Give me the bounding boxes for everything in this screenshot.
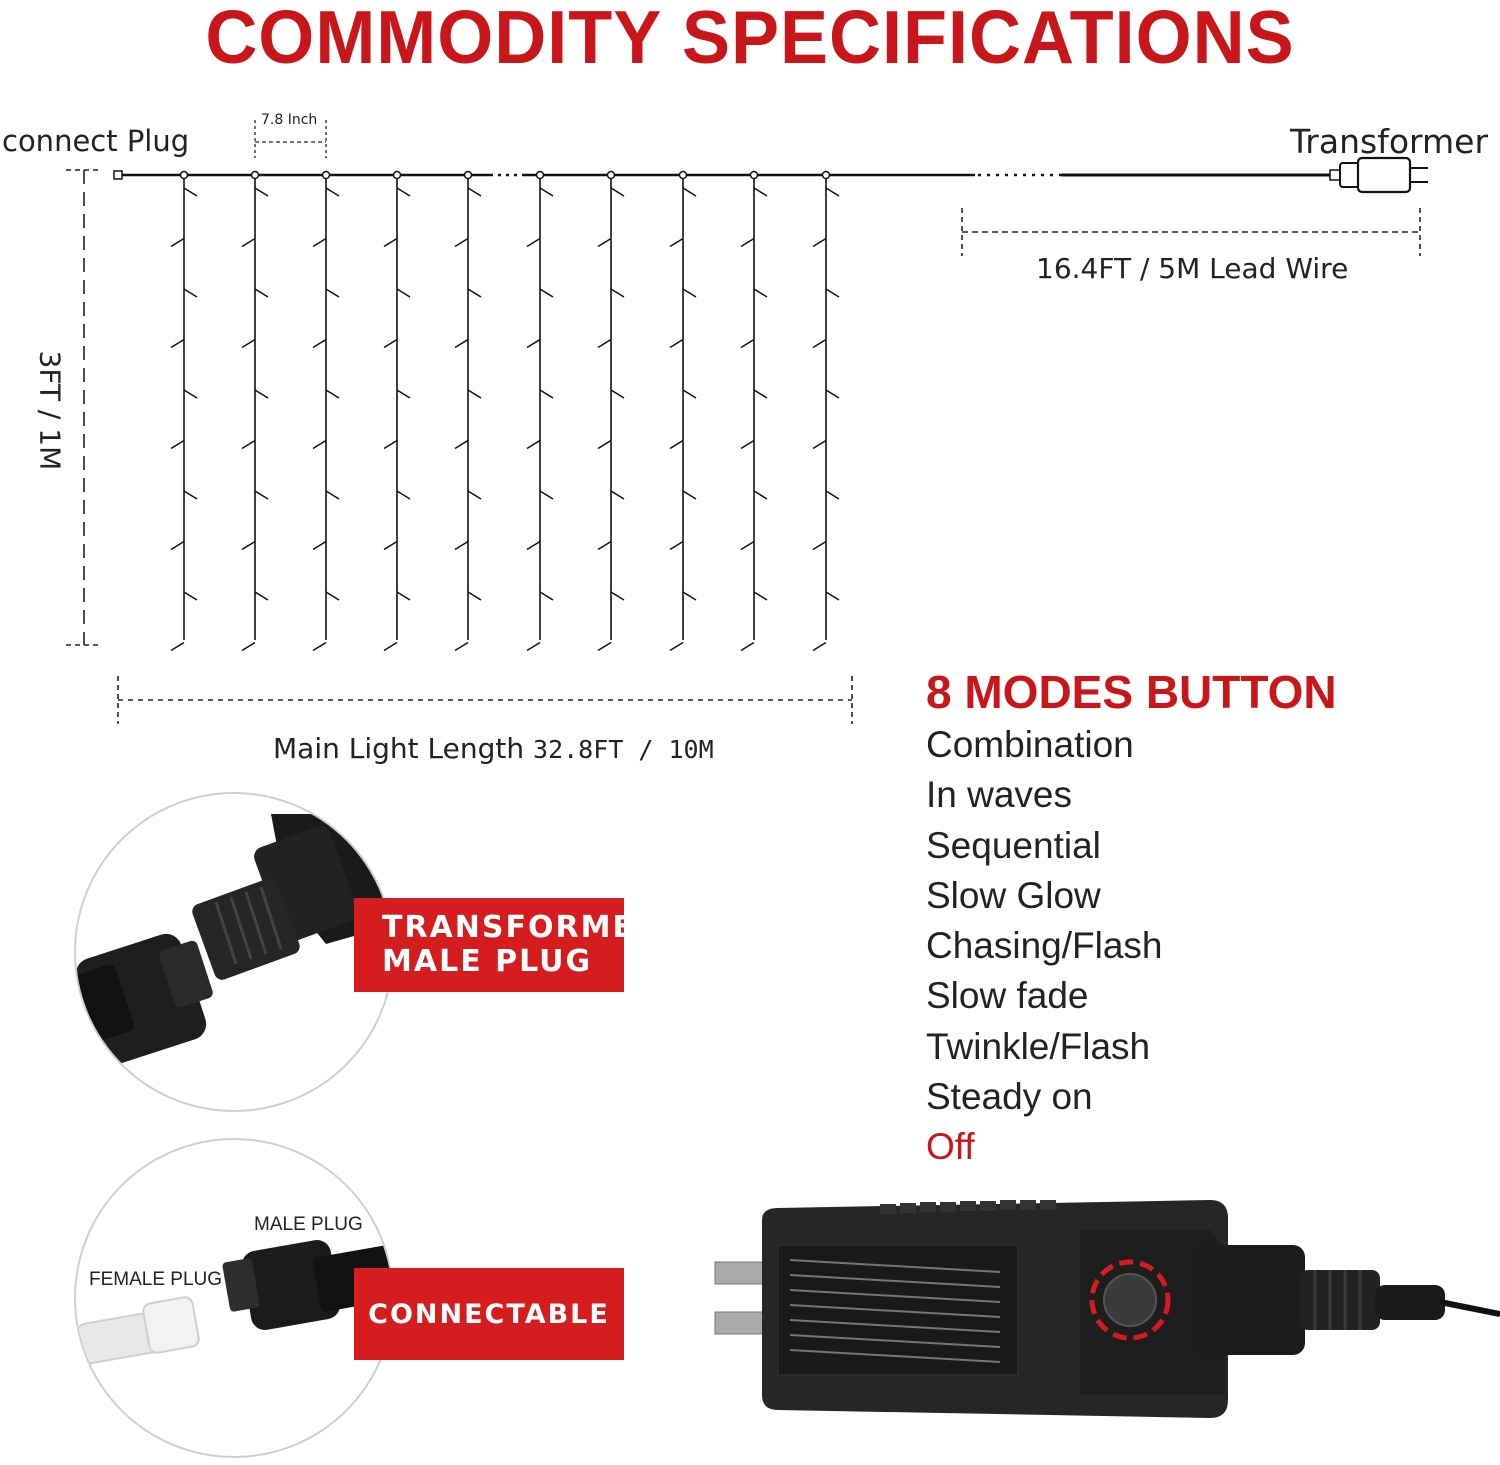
- plug-connector-image: [76, 814, 392, 1065]
- transformer-label: Transformer: [1290, 122, 1489, 161]
- connectable-badge: CONNECTABLE: [354, 1268, 624, 1360]
- page-title: COMMODITY SPECIFICATIONS: [205, 0, 1295, 80]
- male-female-plug-image: [76, 1240, 392, 1365]
- modes-heading: 8 MODES BUTTON: [926, 666, 1337, 718]
- spacing-dimension: [254, 120, 327, 158]
- light-strand: [812, 170, 840, 652]
- spacing-label: 7.8 Inch: [261, 112, 318, 128]
- light-strand: [669, 170, 697, 652]
- mode-button-highlight: [1089, 1259, 1171, 1341]
- main-length-dimension: [117, 676, 853, 724]
- mode-item: Chasing/Flash: [926, 925, 1163, 967]
- transformer-icon: [1329, 156, 1428, 194]
- transformer-male-plug-badge: TRANSFORMER MALE PLUG: [354, 898, 661, 992]
- main-length-value: 32.8FT / 10M: [533, 735, 714, 764]
- light-strand: [383, 170, 411, 652]
- mode-item: Slow Glow: [926, 874, 1101, 916]
- modes-list: 8 MODES BUTTON Combination In waves Sequ…: [926, 664, 1337, 1173]
- height-dimension: [66, 169, 102, 646]
- transformer-adapter-image: [714, 1200, 1500, 1418]
- lead-wire-dimension: [961, 208, 1421, 256]
- main-length-label: Main Light Length 32.8FT / 10M: [273, 732, 714, 765]
- light-strands: [170, 170, 840, 652]
- mode-item: Steady on: [926, 1076, 1093, 1118]
- connect-plug-label: connect Plug: [2, 124, 190, 158]
- light-strand: [312, 170, 340, 652]
- light-strand: [526, 170, 554, 652]
- light-strand: [241, 170, 269, 652]
- main-length-prefix: Main Light Length: [273, 732, 525, 765]
- female-plug-label: FEMALE PLUG: [89, 1269, 223, 1290]
- curtain-light-diagram: [66, 120, 1428, 724]
- height-label: 3FT / 1M: [33, 350, 67, 471]
- mode-button: [1103, 1273, 1157, 1327]
- transformer-plug-detail: [74, 792, 394, 1112]
- mode-item: Combination: [926, 724, 1134, 765]
- mode-item: Slow fade: [926, 975, 1089, 1017]
- light-strand: [170, 170, 198, 652]
- mode-item: Twinkle/Flash: [926, 1025, 1151, 1067]
- lead-wire-label: 16.4FT / 5M Lead Wire: [1036, 252, 1349, 285]
- light-strand: [454, 170, 482, 652]
- badge-line: CONNECTABLE: [368, 1298, 610, 1330]
- mode-item: In waves: [926, 774, 1073, 816]
- light-strand: [740, 170, 768, 652]
- connectable-plug-detail: [74, 1138, 394, 1458]
- connect-plug-end: [113, 170, 123, 180]
- mode-item-off: Off: [926, 1126, 975, 1168]
- male-plug-label: MALE PLUG: [254, 1214, 363, 1235]
- badge-line: TRANSFORMER: [382, 910, 661, 945]
- mode-item: Sequential: [926, 824, 1101, 866]
- badge-line: MALE PLUG: [382, 944, 593, 979]
- light-strand: [597, 170, 625, 652]
